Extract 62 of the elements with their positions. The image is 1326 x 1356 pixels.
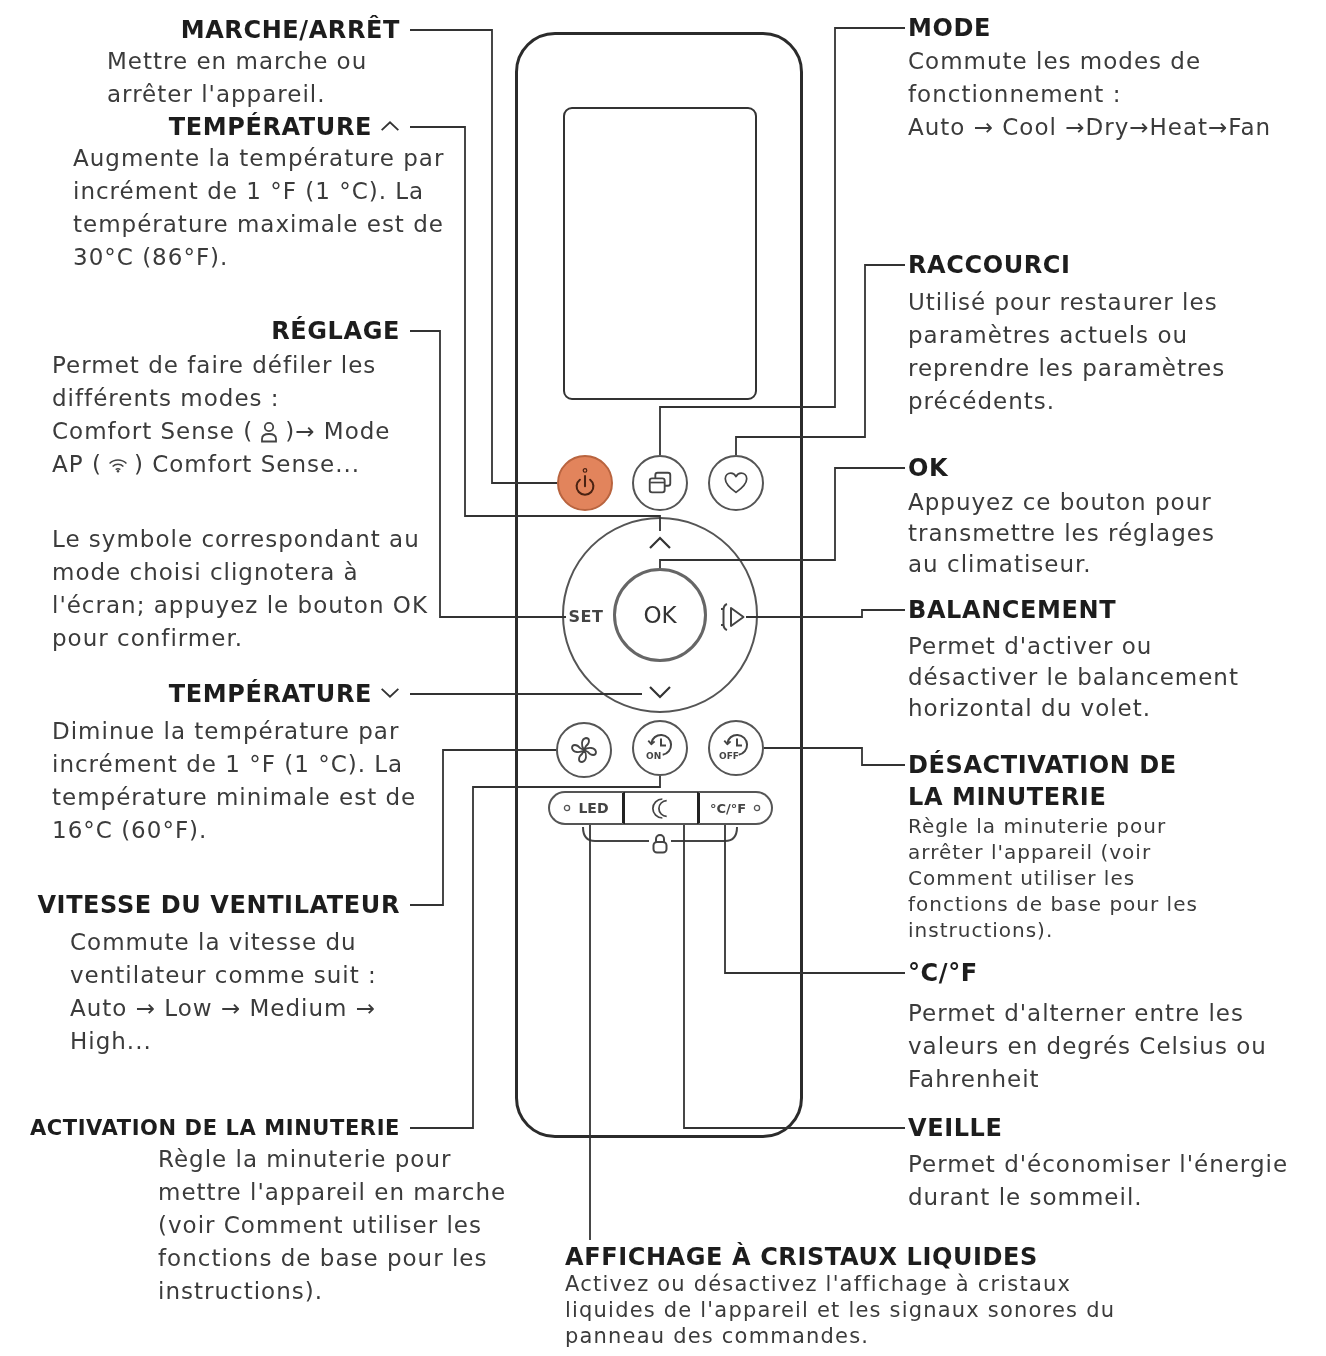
callout-title: MARCHE/ARRÊT (180, 16, 400, 44)
leader-line (724, 824, 906, 974)
power-button (557, 455, 613, 511)
leader-line (409, 693, 643, 695)
callout-title: VEILLE (908, 1114, 1003, 1142)
callout-title: DÉSACTIVATION DE LA MINUTERIE (908, 751, 1177, 811)
leader-line (735, 264, 906, 456)
callout-title: RÉGLAGE (271, 317, 400, 345)
callout-description: Permet d'économiser l'énergie durant le sommeil. (908, 1150, 1290, 1212)
bracket-triangle-icon (720, 601, 746, 633)
leader-line (745, 609, 906, 618)
callout-title: RACCOURCI (908, 251, 1071, 279)
callout-description: Le symbole correspondant au mode choisi clignotera à l'écran; appuyez le bouton OK pour confirmer. (52, 525, 429, 653)
set-label: SET (566, 605, 606, 629)
callout-description: Activez ou désactivez l'affichage à cristaux liquides de l'appareil et les signaux sonores du panneau des commandes. (565, 1271, 1117, 1349)
sleep-button (625, 791, 697, 825)
leader-line (409, 29, 558, 484)
callout-title: TEMPÉRATURE (168, 113, 372, 141)
remote-control (515, 32, 803, 1138)
leader-line (659, 467, 906, 569)
callout-description: Utilisé pour restaurer les paramètres actuels ou reprendre les paramètres précédents. (908, 288, 1227, 416)
callout-title: BALANCEMENT (908, 596, 1117, 624)
callout-description: Auto → Cool →Dry→Heat→Fan (908, 113, 1273, 142)
callout-description: Appuyez ce bouton pour transmettre les réglages au climatiseur. (908, 488, 1216, 579)
display-screen (563, 107, 757, 400)
callout-description: Permet d'activer ou désactiver le balancement horizontal du volet. (908, 632, 1240, 723)
ok-button: OK (613, 568, 707, 662)
callout-description: Mettre en marche ou arrêter l'appareil. (107, 47, 369, 109)
leader-line (589, 824, 591, 1241)
callout-description: Permet d'alterner entre les valeurs en degrés Celsius ou Fahrenheit (908, 999, 1268, 1094)
led-button: LED (548, 791, 625, 825)
callout-description: ) Comfort Sense... (133, 451, 361, 477)
callout-description: AP ( (52, 451, 102, 477)
callout-description: Augmente la température par incrément de 1 °F (1 °C). La température maximale est de 30°C (86°F). (73, 144, 446, 272)
callout-description: Permet de faire défiler les différents modes : (52, 351, 378, 413)
leader-line (409, 775, 661, 1129)
callout-description: Diminue la température par incrément de 1 °F (1 °C). La température minimale est de 16°C (60°F). (52, 717, 418, 845)
timer-off-button: OFF (708, 720, 764, 776)
timer-on-button: ON (632, 720, 688, 776)
callout-description: )→ Mode (285, 418, 391, 444)
temperature-unit-button: °C/°F (697, 791, 773, 825)
leader-line (409, 330, 567, 618)
callout-title: °C/°F (908, 959, 978, 987)
callout-title: OK (908, 454, 949, 482)
leader-line (409, 126, 661, 532)
leader-line (659, 27, 906, 456)
callout-title: TEMPÉRATURE (168, 680, 372, 708)
fan-speed-button (556, 722, 612, 778)
callout-description: Commute la vitesse du ventilateur comme suit : Auto → Low → Medium → High... (70, 928, 378, 1056)
callout-description: Règle la minuterie pour mettre l'appareil en marche (voir Comment utiliser les fonctions de base pour les instructions). (158, 1145, 508, 1306)
callout-title: ACTIVATION DE LA MINUTERIE (29, 1116, 400, 1140)
callout-title: AFFICHAGE À CRISTAUX LIQUIDES (565, 1243, 1038, 1271)
leader-line (763, 747, 906, 766)
mode-button (632, 455, 688, 511)
shortcut-button (708, 455, 764, 511)
leader-line (683, 824, 906, 1129)
callout-description: Commute les modes de fonctionnement : (908, 47, 1203, 109)
leader-line (409, 749, 557, 906)
callout-description: Comfort Sense ( (52, 418, 254, 444)
callout-title: VITESSE DU VENTILATEUR (37, 891, 400, 919)
callout-title: MODE (908, 14, 991, 42)
callout-description: Règle la minuterie pour arrêter l'appareil (voir Comment utiliser les fonctions de base pour les instructions). (908, 813, 1199, 943)
